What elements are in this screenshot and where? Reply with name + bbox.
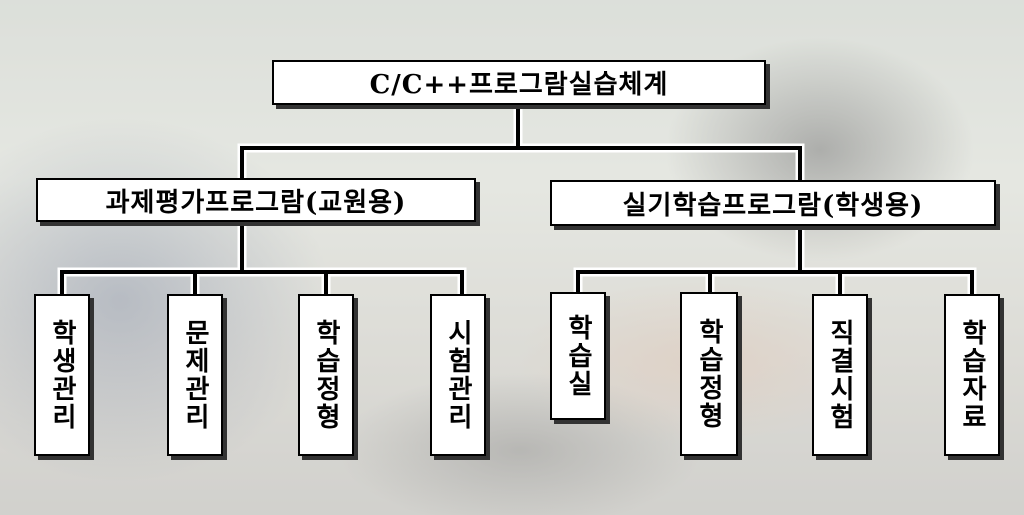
leaf-node-study-room: 학습실 bbox=[550, 292, 606, 420]
branch-node-student: 실기학습프로그람(학생용) bbox=[550, 180, 996, 226]
branch-node-teacher: 과제평가프로그람(교원용) bbox=[36, 178, 476, 222]
leaf-node-problem-management: 문제관리 bbox=[167, 294, 223, 456]
leaf-node-exam-management: 시험관리 bbox=[430, 294, 486, 456]
root-node: C/C++프로그람실습체계 bbox=[272, 60, 766, 105]
leaf-node-learning-materials: 학습자료 bbox=[944, 294, 1000, 456]
leaf-node-student-management: 학생관리 bbox=[34, 294, 90, 456]
leaf-node-learning-status-student: 학습정형 bbox=[680, 292, 738, 456]
leaf-node-learning-status-teacher: 학습정형 bbox=[298, 294, 354, 456]
leaf-node-direct-test: 직결시험 bbox=[812, 294, 868, 456]
